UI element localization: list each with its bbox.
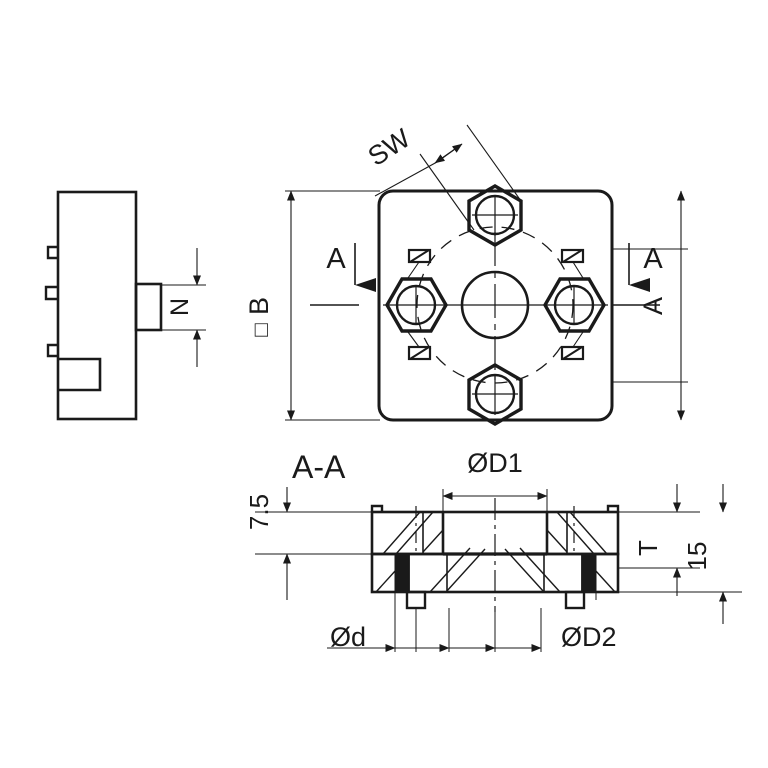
section-hatching-left: [375, 511, 486, 593]
section-lip-right: [606, 504, 620, 512]
tab-lower-right: [560, 331, 585, 361]
n-dimension-label: N: [166, 298, 194, 316]
b-dimension: B □: [244, 190, 380, 421]
section-arrow-right: A: [612, 243, 663, 306]
b-square-symbol: □: [248, 323, 273, 336]
section-bolt-left: [395, 553, 410, 593]
section-hole-right: [543, 553, 583, 593]
section-hatching-right: [504, 511, 616, 593]
section-bolt-right: [581, 553, 596, 593]
side-view-group: N: [44, 190, 206, 421]
side-view-tab-upper: [46, 245, 58, 260]
section-view-group: A-A: [244, 448, 742, 652]
top-view-group: SW B □ A A A: [244, 123, 688, 426]
d2-label: ØD2: [561, 622, 617, 652]
fifteen-label: 15: [682, 542, 712, 571]
side-view-boss: [134, 282, 163, 332]
b-label: B: [244, 297, 274, 315]
side-view-tab-2: [44, 285, 58, 301]
d-small-label: Ød: [330, 622, 366, 652]
sw-extension-right: [466, 124, 522, 202]
side-view-tab-lower: [46, 343, 58, 358]
hex-nut-left: [385, 277, 448, 333]
section-lip-left: [370, 504, 384, 512]
d1-dimension: ØD1: [442, 448, 548, 512]
section-arrow-label-right: A: [643, 243, 663, 275]
seven-five-dimension: 7.5: [244, 487, 375, 600]
fifteen-dimension: 15: [618, 484, 742, 624]
sw-leader: [374, 161, 438, 197]
a-dimension-label: A: [638, 297, 668, 315]
tab-upper-right: [560, 248, 585, 279]
tab-lower-left: [407, 331, 432, 361]
hex-nut-bottom: [467, 363, 523, 426]
side-view-notch: [58, 357, 102, 392]
t-label: T: [633, 540, 663, 556]
bottom-dimension-chain: Ød ØD2: [327, 600, 617, 652]
sw-dim-line-b: [436, 143, 463, 163]
section-arrow-label-left: A: [326, 243, 346, 275]
t-dimension: T: [618, 484, 700, 596]
seven-five-label: 7.5: [244, 494, 274, 530]
a-dimension: A: [612, 190, 688, 421]
section-arrow-left: A: [310, 243, 376, 306]
tab-upper-left: [407, 248, 432, 279]
d1-label: ØD1: [467, 448, 523, 478]
section-title: A-A: [292, 449, 346, 485]
hex-nut-right: [543, 277, 606, 333]
